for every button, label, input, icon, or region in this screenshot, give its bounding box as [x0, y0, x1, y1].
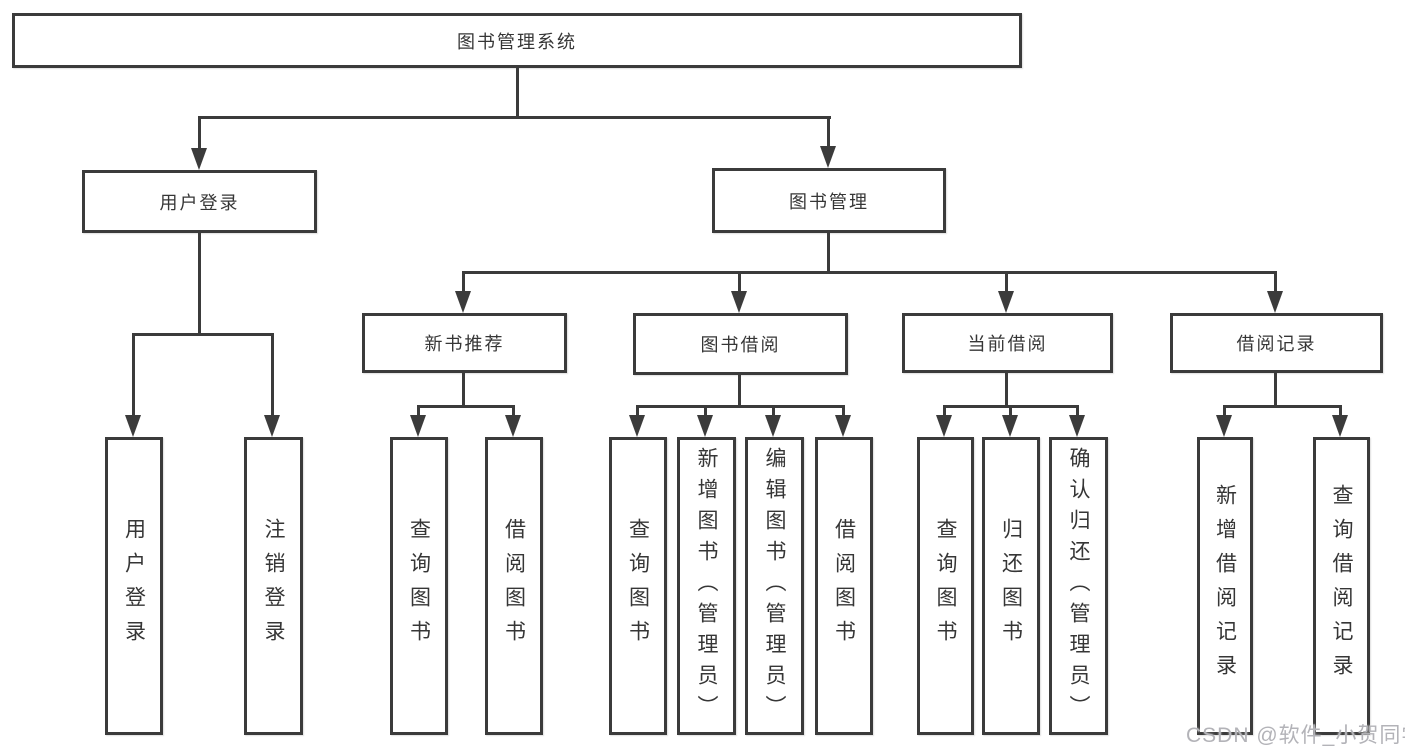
connector-line — [738, 373, 741, 407]
arrowhead-down-icon — [765, 415, 781, 437]
node-current-borrow: 当前借阅 — [902, 313, 1113, 373]
leaf-query-books-current-label: 查询图书 — [934, 518, 957, 654]
connector-line — [198, 233, 201, 335]
arrowhead-down-icon — [505, 415, 521, 437]
leaf-add-borrow-record-label: 新增借阅记录 — [1213, 484, 1237, 688]
leaf-query-borrow-record: 查询借阅记录 — [1313, 437, 1370, 735]
node-root-label: 图书管理系统 — [457, 31, 577, 52]
leaf-confirm-return-admin-label: 确认归还（管理员） — [1067, 446, 1090, 726]
node-user-login: 用户登录 — [82, 170, 317, 233]
node-new-book-recommend: 新书推荐 — [362, 313, 567, 373]
leaf-return-books: 归还图书 — [982, 437, 1040, 735]
leaf-add-borrow-record: 新增借阅记录 — [1197, 437, 1253, 735]
node-book-management: 图书管理 — [712, 168, 946, 233]
leaf-confirm-return-admin: 确认归还（管理员） — [1049, 437, 1108, 735]
arrowhead-down-icon — [264, 415, 280, 437]
arrowhead-down-icon — [1216, 415, 1232, 437]
arrowhead-down-icon — [1332, 415, 1348, 437]
leaf-user-login-label: 用户登录 — [122, 518, 146, 654]
leaf-query-borrow-record-label: 查询借阅记录 — [1330, 484, 1353, 688]
connector-line — [1005, 373, 1008, 407]
connector-line — [1223, 405, 1342, 408]
connector-line — [1005, 271, 1008, 293]
arrowhead-down-icon — [455, 291, 471, 313]
node-current-borrow-label: 当前借阅 — [967, 334, 1048, 354]
connector-line — [417, 405, 515, 408]
arrowhead-down-icon — [629, 415, 645, 437]
connector-line — [1009, 405, 1012, 417]
connector-line — [462, 271, 1277, 274]
connector-line — [198, 116, 831, 119]
arrowhead-down-icon — [191, 148, 207, 170]
connector-line — [1076, 405, 1079, 417]
leaf-query-books-current: 查询图书 — [917, 437, 974, 735]
leaf-query-books-recommend-label: 查询图书 — [407, 518, 431, 654]
connector-line — [417, 405, 420, 417]
node-root: 图书管理系统 — [12, 13, 1022, 68]
arrowhead-down-icon — [835, 415, 851, 437]
leaf-borrow-books-label: 借阅图书 — [832, 518, 856, 654]
arrowhead-down-icon — [998, 291, 1014, 313]
arrowhead-down-icon — [697, 415, 713, 437]
connector-line — [943, 405, 946, 417]
connector-line — [271, 333, 274, 417]
leaf-edit-book-admin-label: 编辑图书（管理员） — [763, 446, 786, 726]
leaf-borrow-books: 借阅图书 — [815, 437, 873, 735]
arrowhead-down-icon — [410, 415, 426, 437]
connector-line — [1223, 405, 1226, 417]
leaf-query-books-recommend: 查询图书 — [390, 437, 448, 735]
arrowhead-down-icon — [936, 415, 952, 437]
connector-line — [512, 405, 515, 417]
connector-line — [132, 333, 135, 417]
connector-line — [842, 405, 845, 417]
leaf-return-books-label: 归还图书 — [999, 518, 1023, 654]
leaf-add-book-admin-label: 新增图书（管理员） — [695, 446, 718, 726]
node-borrow-records: 借阅记录 — [1170, 313, 1383, 373]
leaf-query-books-borrow: 查询图书 — [609, 437, 667, 735]
leaf-logout: 注销登录 — [244, 437, 303, 735]
connector-line — [198, 116, 201, 150]
connector-line — [462, 271, 465, 293]
arrowhead-down-icon — [1267, 291, 1283, 313]
node-borrow-records-label: 借阅记录 — [1236, 334, 1317, 354]
leaf-borrow-books-recommend-label: 借阅图书 — [502, 518, 526, 654]
arrowhead-down-icon — [1069, 415, 1085, 437]
watermark-text: CSDN @软件_小贺同学 — [1186, 724, 1405, 747]
node-book-management-label: 图书管理 — [789, 191, 869, 212]
leaf-logout-label: 注销登录 — [262, 518, 285, 654]
connector-line — [943, 405, 1079, 408]
arrowhead-down-icon — [820, 146, 836, 168]
node-new-book-recommend-label: 新书推荐 — [424, 334, 505, 354]
node-user-login-label: 用户登录 — [159, 192, 240, 213]
connector-line — [1339, 405, 1342, 417]
connector-line — [1274, 271, 1277, 293]
connector-line — [827, 233, 830, 273]
arrowhead-down-icon — [731, 291, 747, 313]
connector-line — [772, 405, 775, 417]
connector-line — [636, 405, 639, 417]
connector-line — [132, 333, 274, 336]
connector-line — [636, 405, 845, 408]
leaf-edit-book-admin: 编辑图书（管理员） — [745, 437, 804, 735]
node-book-borrow-label: 图书借阅 — [700, 335, 781, 355]
connector-line — [462, 373, 465, 407]
connector-line — [704, 405, 707, 417]
leaf-add-book-admin: 新增图书（管理员） — [677, 437, 736, 735]
arrowhead-down-icon — [125, 415, 141, 437]
leaf-user-login: 用户登录 — [105, 437, 163, 735]
leaf-query-books-borrow-label: 查询图书 — [626, 518, 650, 654]
node-book-borrow: 图书借阅 — [633, 313, 848, 375]
connector-line — [1274, 373, 1277, 407]
connector-line — [827, 116, 830, 148]
connector-line — [516, 68, 519, 118]
connector-line — [738, 271, 741, 293]
arrowhead-down-icon — [1002, 415, 1018, 437]
leaf-borrow-books-recommend: 借阅图书 — [485, 437, 543, 735]
